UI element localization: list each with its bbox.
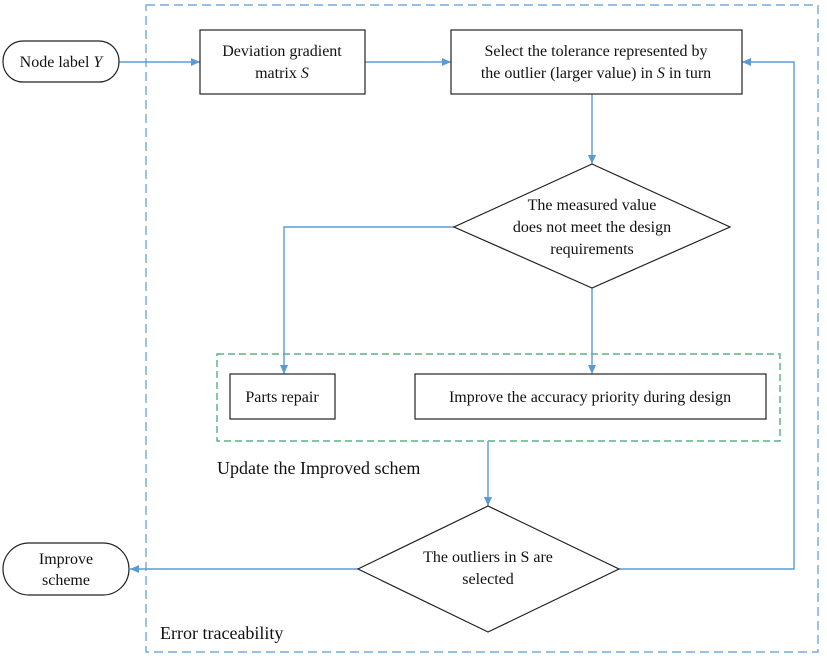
outliers-selected-line1: The outliers in S are (423, 549, 553, 566)
error-traceability-text: Error traceability (160, 623, 283, 643)
improve-accuracy-text: Improve the accuracy priority during des… (449, 389, 731, 406)
node-label-terminal: Node label Y (2, 40, 120, 83)
node-label-text: Node label (20, 54, 94, 71)
svg-text:matrix S: matrix S (255, 65, 309, 82)
arrow-decision-to-parts-repair (280, 226, 454, 374)
deviation-matrix-line1: Deviation gradient (222, 43, 342, 60)
measured-value-line1: The measured value (528, 197, 657, 214)
update-scheme-frame (216, 353, 781, 442)
deviation-matrix-line2: matrix (255, 65, 301, 82)
select-tolerance-box: Select the tolerance represented by the … (450, 29, 743, 95)
svg-text:the outlier (larger value) in: the outlier (larger value) in S in turn (481, 65, 711, 82)
deviation-matrix-var: S (301, 65, 309, 82)
arrow-outliers-loop-back (619, 58, 795, 570)
improve-accuracy-box: Improve the accuracy priority during des… (414, 373, 767, 420)
parts-repair-text: Parts repair (245, 389, 319, 406)
error-traceability-label: Error traceability (152, 617, 318, 649)
outliers-selected-line2: selected (462, 571, 514, 588)
outliers-selected-decision: The outliers in S are selected (356, 505, 621, 633)
parts-repair-box: Parts repair (229, 373, 336, 420)
select-tolerance-var: S (657, 65, 665, 82)
measured-value-line2: does not meet the design (513, 219, 671, 236)
node-label-var: Y (93, 54, 104, 71)
select-tolerance-line2b: in turn (665, 65, 711, 82)
improve-scheme-line2: scheme (42, 572, 90, 589)
svg-text:Node label Y: Node label Y (20, 54, 105, 71)
select-tolerance-line2a: the outlier (larger value) in (481, 65, 657, 82)
deviation-gradient-matrix-box: Deviation gradient matrix S (199, 29, 366, 95)
connectors (119, 58, 795, 573)
measured-value-decision: The measured value does not meet the des… (452, 163, 732, 289)
error-traceability-frame (145, 4, 819, 653)
measured-value-line3: requirements (550, 241, 634, 258)
improve-scheme-line1: Improve (39, 551, 93, 568)
update-scheme-label: Update the Improved schem (209, 452, 471, 484)
select-tolerance-line1: Select the tolerance represented by (485, 43, 708, 60)
update-scheme-text: Update the Improved schem (217, 458, 420, 478)
improve-scheme-terminal: Improve scheme (2, 542, 130, 596)
